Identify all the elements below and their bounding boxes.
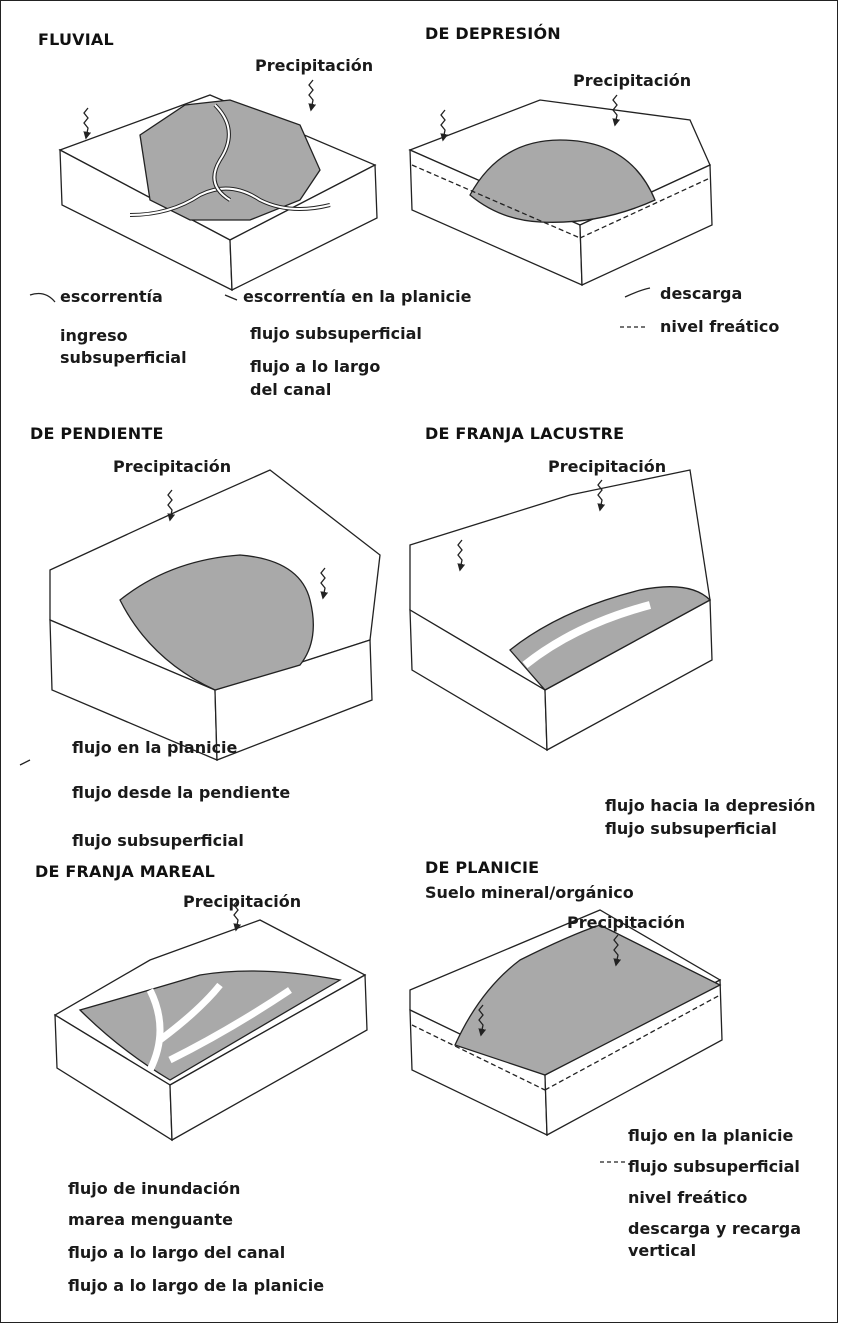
fluvial-legend-subsuperficial: flujo subsuperficial [250, 324, 422, 343]
legend-runoff-icon [29, 292, 56, 303]
depresion-title: DE DEPRESIÓN [425, 24, 561, 43]
pendiente-legend-subsuperficial: flujo subsuperficial [72, 831, 244, 850]
fluvial-rain-right [308, 79, 317, 112]
fluvial-legend-canal: flujo a lo largo [250, 357, 381, 376]
mareal-legend-canal: flujo a lo largo del canal [68, 1243, 286, 1262]
mareal-rain [233, 899, 242, 932]
fluvial-legend-escorrentia-planicie: escorrentía en la planicie [243, 287, 472, 306]
depresion-legend-nivel: nivel freático [660, 317, 780, 336]
planicie-legend-vertical: vertical [628, 1241, 697, 1260]
fluvial-block [58, 94, 378, 292]
lacustre-legend-subsuperficial: flujo subsuperficial [605, 819, 777, 838]
lacustre-rain-left [457, 539, 466, 572]
pendiente-block [49, 469, 381, 761]
lacustre-title: DE FRANJA LACUSTRE [425, 424, 625, 443]
planicie-legend-descarga: descarga y recarga [628, 1219, 801, 1238]
depresion-rain-left [440, 109, 449, 142]
planicie-rain-right [613, 934, 622, 967]
mareal-precip-label: Precipitación [183, 892, 302, 911]
fluvial-precip-label: Precipitación [255, 56, 374, 75]
mareal-block [53, 919, 368, 1142]
depresion-rain-right [612, 94, 621, 127]
legend-pendiente-flujo-icon [19, 759, 31, 766]
depresion-legend-descarga: descarga [660, 284, 743, 303]
lacustre-precip-label: Precipitación [548, 457, 667, 476]
planicie-subtitle: Suelo mineral/orgánico [425, 883, 634, 902]
depresion-block [408, 99, 713, 287]
mareal-legend-menguante: marea menguante [68, 1210, 234, 1229]
pendiente-legend-pendiente: flujo desde la pendiente [72, 783, 291, 802]
legend-planicie-runoff-icon [224, 294, 238, 301]
planicie-rain-left [478, 1004, 487, 1037]
fluvial-rain-left [83, 107, 92, 140]
fluvial-title: FLUVIAL [38, 30, 114, 49]
pendiente-title: DE PENDIENTE [30, 424, 164, 443]
lacustre-rain-right [597, 479, 606, 512]
planicie-title: DE PLANICIE [425, 858, 540, 877]
pendiente-legend-planicie: flujo en la planicie [72, 738, 238, 757]
mareal-title: DE FRANJA MAREAL [35, 862, 216, 881]
pendiente-rain-right [320, 567, 329, 600]
planicie-legend-subsuperficial: flujo subsuperficial [628, 1157, 800, 1176]
fluvial-legend-ingreso: ingreso [60, 326, 128, 345]
lacustre-legend-depresion: flujo hacia la depresión [605, 796, 816, 815]
fluvial-legend-ingreso-2: subsuperficial [60, 348, 187, 367]
mareal-legend-planicie: flujo a lo largo de la planicie [68, 1276, 325, 1295]
legend-symbols [19, 287, 651, 1163]
legend-descarga-icon [624, 287, 651, 298]
fluvial-legend-escorrentia: escorrentía [60, 287, 163, 306]
pendiente-rain-left [167, 489, 176, 522]
planicie-legend-planicie: flujo en la planicie [628, 1126, 794, 1145]
fluvial-legend-canal-2: del canal [250, 380, 332, 399]
mareal-legend-inundacion: flujo de inundación [68, 1179, 241, 1198]
depresion-precip-label: Precipitación [573, 71, 692, 90]
planicie-block [409, 909, 723, 1137]
lacustre-block [409, 469, 713, 752]
planicie-legend-nivel: nivel freático [628, 1188, 748, 1207]
planicie-precip-label: Precipitación [567, 913, 686, 932]
pendiente-precip-label: Precipitación [113, 457, 232, 476]
